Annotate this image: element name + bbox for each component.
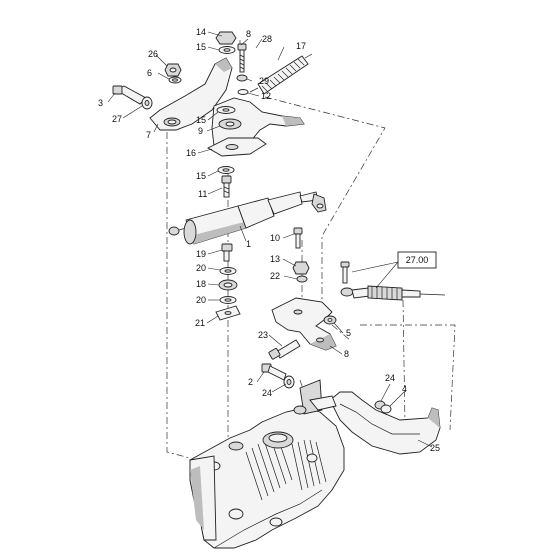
callout-15-low: 15: [196, 171, 206, 181]
washer-21: [215, 305, 241, 321]
callout-24-right: 24: [385, 373, 395, 383]
hydraulic-cylinder: [168, 191, 327, 245]
reference-box: 27.00: [351, 251, 437, 289]
callout-6: 6: [147, 68, 152, 78]
washer-27: [141, 96, 153, 110]
callout-2: 2: [248, 377, 253, 387]
leader-lines: [107, 31, 433, 448]
bolt-28: [237, 43, 247, 73]
linkage-rod: [340, 261, 446, 301]
washer-15-top: [218, 46, 236, 54]
callout-29: 29: [259, 76, 269, 86]
upper-lever: [149, 57, 233, 131]
bolt-23: [268, 339, 301, 360]
callout-25: 25: [430, 443, 440, 453]
bolt-11: [221, 175, 232, 198]
washer-6: [168, 76, 182, 84]
nut-12: [237, 89, 249, 95]
plate-16: [207, 137, 267, 157]
callout-20-low: 20: [196, 295, 206, 305]
nut-26: [164, 63, 182, 77]
washer-20-top: [219, 267, 237, 275]
control-bracket: [271, 297, 337, 351]
callout-20-top: 20: [196, 263, 206, 273]
reference-box-label: 27.00: [406, 255, 429, 265]
callout-16: 16: [186, 148, 196, 158]
bush-18: [218, 279, 238, 291]
callout-1: 1: [246, 239, 251, 249]
callout-9: 9: [198, 126, 203, 136]
transmission-housing: [189, 379, 345, 549]
bolt-3: [112, 85, 147, 105]
nut-4: [380, 404, 392, 414]
callout-11: 11: [198, 189, 207, 199]
callout-13: 13: [270, 254, 280, 264]
callout-numbers: 14 15 8 28 17 26 6 29 12 3 27 7 15 9 16 …: [98, 27, 440, 453]
nut-29: [236, 74, 248, 82]
callout-3: 3: [98, 98, 103, 108]
washer-20-low: [219, 296, 237, 304]
nut-5: [323, 315, 337, 325]
callout-4: 4: [402, 384, 407, 394]
callout-18: 18: [196, 279, 206, 289]
washer-24-left: [283, 375, 295, 389]
callout-12: 12: [261, 91, 271, 101]
callout-10: 10: [270, 233, 280, 243]
washer-15-mid: [216, 106, 236, 114]
callout-19: 19: [196, 249, 206, 259]
callout-8: 8: [344, 349, 349, 359]
spring-17: [249, 53, 313, 95]
washer-15-low: [217, 166, 235, 174]
callout-17: 17: [296, 41, 306, 51]
nut-14: [215, 31, 237, 45]
callout-24-left: 24: [262, 388, 272, 398]
bolt-2: [261, 363, 287, 381]
nut-22: [296, 275, 308, 283]
callout-5: 5: [346, 328, 351, 338]
bolt-19: [221, 243, 233, 262]
callout-8-top: 8: [246, 29, 251, 39]
callout-26: 26: [148, 49, 158, 59]
callout-21: 21: [195, 318, 205, 328]
callout-28: 28: [262, 34, 272, 44]
callout-23: 23: [258, 330, 268, 340]
callout-15-mid: 15: [196, 115, 206, 125]
callout-14: 14: [196, 27, 206, 37]
callout-15-top: 15: [196, 42, 206, 52]
callout-27: 27: [112, 114, 122, 124]
bush-9: [218, 118, 242, 130]
pedal-25: [329, 391, 441, 455]
bolt-10: [293, 227, 303, 249]
nut-13: [292, 261, 310, 275]
callout-22: 22: [270, 271, 280, 281]
callout-7: 7: [146, 130, 151, 140]
